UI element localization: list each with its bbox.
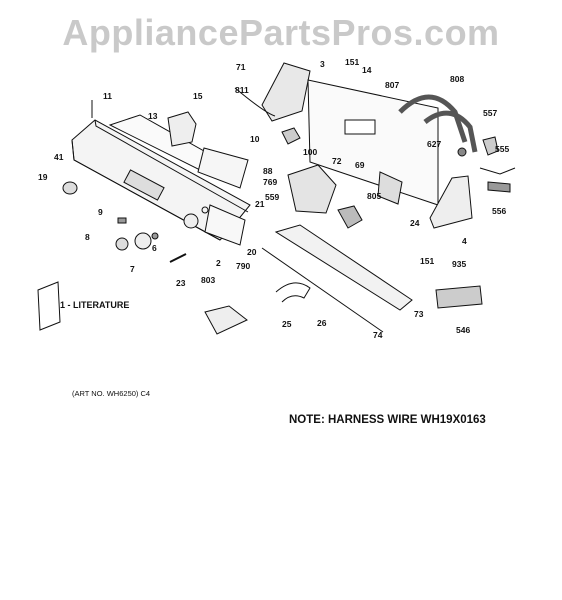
- callout-69: 69: [355, 160, 365, 170]
- callout-13: 13: [148, 111, 158, 121]
- callout-23: 23: [176, 278, 186, 288]
- callout-25: 25: [282, 319, 292, 329]
- callout-559: 559: [265, 192, 279, 202]
- callout-10: 10: [250, 134, 260, 144]
- callout-557: 557: [483, 108, 497, 118]
- callout-11: 11: [103, 91, 112, 101]
- display-window-part: [123, 169, 165, 201]
- part-4-bracket: [429, 175, 473, 229]
- watermark: AppliancePartsPros.com: [62, 12, 500, 53]
- callout-3: 3: [320, 59, 325, 69]
- callout-555: 555: [495, 144, 509, 154]
- callout-805: 805: [367, 191, 381, 201]
- switch-part: [167, 111, 197, 147]
- callout-151: 151: [345, 57, 359, 67]
- callout-24: 24: [410, 218, 420, 228]
- part-557: [482, 136, 499, 156]
- callout-73: 73: [414, 309, 424, 319]
- callout-88: 88: [263, 166, 273, 176]
- callout-546: 546: [456, 325, 470, 335]
- part-24: [377, 171, 403, 205]
- motor-part: [287, 164, 337, 214]
- callout-8: 8: [85, 232, 90, 242]
- part-556: [487, 181, 511, 193]
- callout-811: 811: [235, 85, 249, 95]
- literature-booklet: [37, 281, 61, 331]
- base-tray-part: [274, 224, 413, 311]
- part-3-bracket: [261, 62, 311, 122]
- part-2-panel: [204, 204, 246, 246]
- callout-6: 6: [152, 243, 157, 253]
- literature-label: 1 - LITERATURE: [60, 300, 130, 310]
- part-803: [204, 305, 248, 335]
- callout-72: 72: [332, 156, 342, 166]
- knob-part: [183, 213, 199, 229]
- callout-556: 556: [492, 206, 506, 216]
- hose-part: [398, 94, 468, 143]
- part-10: [281, 127, 301, 145]
- callout-71: 71: [236, 62, 246, 72]
- callout-100: 100: [303, 147, 317, 157]
- harness-note: NOTE: HARNESS WIRE WH19X0163: [289, 414, 486, 426]
- callout-769: 769: [263, 177, 277, 187]
- callout-9: 9: [98, 207, 103, 217]
- callout-151: 151: [420, 256, 434, 266]
- callout-14: 14: [362, 65, 372, 75]
- callout-2: 2: [216, 258, 221, 268]
- callout-935: 935: [452, 259, 466, 269]
- callout-7: 7: [130, 264, 135, 274]
- callout-19: 19: [38, 172, 48, 182]
- board-88-part: [197, 147, 249, 189]
- part-805: [337, 205, 363, 229]
- callout-790: 790: [236, 261, 250, 271]
- callout-627: 627: [427, 139, 441, 149]
- art-number: (ART NO. WH6250) C4: [72, 389, 151, 398]
- callout-41: 41: [54, 152, 64, 162]
- callout-803: 803: [201, 275, 215, 285]
- callout-20: 20: [247, 247, 257, 257]
- callout-74: 74: [373, 330, 383, 340]
- callout-21: 21: [255, 199, 265, 209]
- callout-808: 808: [450, 74, 464, 84]
- knob-19-part: [62, 181, 78, 195]
- callout-4: 4: [462, 236, 467, 246]
- harness-part: [435, 285, 483, 309]
- callout-26: 26: [317, 318, 327, 328]
- callout-15: 15: [193, 91, 203, 101]
- callout-807: 807: [385, 80, 399, 90]
